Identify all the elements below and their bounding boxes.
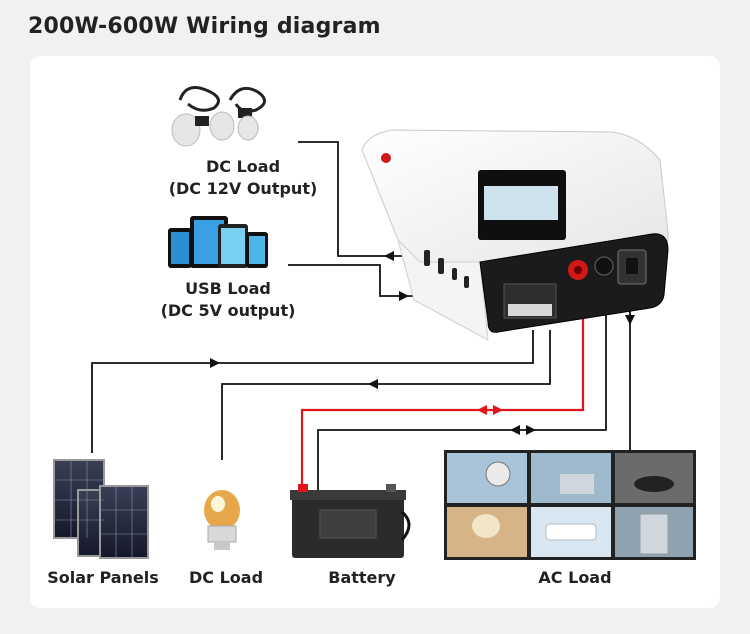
usb-load-subtitle: (DC 5V output) [160,301,296,320]
battery-image [290,484,411,558]
ac-load-label: AC Load [538,568,612,587]
arrow-dc-load-top [384,251,394,261]
usb-load-title: USB Load [185,279,271,298]
ac-load-image [444,450,696,560]
bulb-icon [237,115,259,141]
arrow-dc-load-bottom [368,379,378,389]
arrow-ac-load [625,315,635,325]
arrow-battery-pos-left [477,405,487,415]
usb-load-label: USB Load (DC 5V output) [140,278,316,322]
diagram-title: 200W-600W Wiring diagram [28,14,381,39]
arrows [210,251,635,435]
arrow-solar [210,358,220,368]
dc-load-top-subtitle: (DC 12V Output) [168,179,318,198]
solar-panels-label: Solar Panels [47,568,159,587]
dc-load-top-image [171,86,266,147]
arrow-usb-load [399,291,409,301]
wire-battery-negative [317,300,607,490]
arrow-battery-neg-left [510,425,520,435]
wire-battery-positive [300,285,585,492]
dc-load-top-title: DC Load [205,157,281,176]
battery-label: Battery [328,568,396,587]
solar-panels-image [53,459,149,559]
bulb-icon [171,113,201,147]
arrow-battery-pos-right [493,405,503,415]
usb-load-image [168,216,268,268]
dc-load-bottom-image [204,490,240,550]
bulb-icon [209,111,235,141]
inverter [361,129,669,341]
red-arrows [477,405,503,415]
dc-load-top-label: DC Load (DC 12V Output) [150,156,336,200]
wire-solar-panels [91,330,534,453]
wire-dc-load-bottom [221,330,551,460]
dc-load-bottom-label: DC Load [188,568,264,587]
power-button-icon [538,206,550,218]
black-wires [91,141,631,490]
wire-dc-load-top [298,141,425,257]
arrow-battery-neg-right [526,425,536,435]
